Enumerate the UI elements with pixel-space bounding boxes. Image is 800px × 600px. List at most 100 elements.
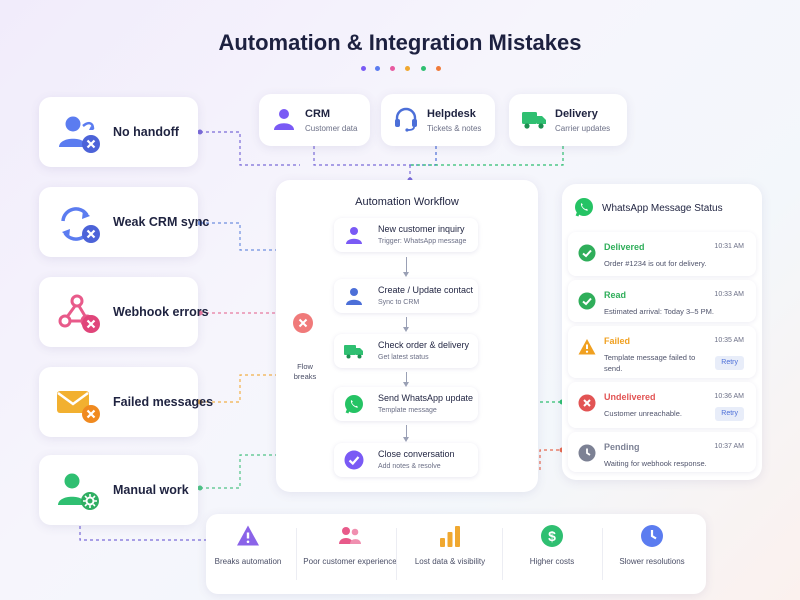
retry-button[interactable]: Retry [715, 356, 744, 370]
flow-arrow [403, 372, 409, 387]
source-subtitle: Customer data [305, 124, 358, 133]
status-label: Undelivered [604, 392, 656, 402]
whatsapp-icon [345, 395, 363, 414]
status-panel-title: WhatsApp Message Status [602, 203, 723, 214]
mistake-label: Failed messages [113, 395, 214, 409]
x-circle-icon [578, 394, 596, 412]
source-subtitle: Carrier updates [555, 124, 611, 133]
step-title: Check order & delivery [378, 340, 470, 350]
accent-dot [436, 66, 441, 71]
flow-arrow [403, 317, 409, 332]
status-row-failed: Failed 10:35 AM Template message failed … [568, 326, 756, 378]
status-description: Order #1234 is out for delivery. [604, 259, 707, 268]
flow-arrow [403, 257, 409, 277]
source-title: Helpdesk [427, 108, 476, 120]
user-icon [346, 288, 362, 305]
accent-dot [421, 66, 426, 71]
flow-arrow [403, 425, 409, 442]
mistake-card-webhook-errors: Webhook errors [39, 277, 209, 347]
step-subtitle: Template message [378, 407, 437, 414]
status-label: Read [604, 290, 627, 300]
whatsapp-icon [575, 198, 593, 217]
mistake-label: Weak CRM sync [113, 215, 210, 229]
check-circle-icon [578, 292, 596, 310]
impact-higher-costs: $ Higher costs [504, 524, 600, 567]
mistake-card-weak-crm-sync: Weak CRM sync [39, 187, 209, 257]
workflow-title: Automation Workflow [355, 196, 459, 208]
user-icon [346, 227, 362, 244]
impact-label: Higher costs [529, 557, 575, 566]
status-label: Pending [604, 442, 640, 452]
impact-breaks-automation: Breaks automation [200, 524, 296, 567]
envelope-x-icon [57, 391, 100, 423]
step-subtitle: Trigger: WhatsApp message [378, 238, 467, 245]
status-row-pending: Pending 10:37 AM Waiting for webhook res… [568, 432, 756, 472]
mistake-label: Manual work [113, 483, 189, 497]
status-label: Delivered [604, 242, 645, 252]
accent-dot [390, 66, 395, 71]
check-circle-icon [578, 244, 596, 262]
mistake-card-no-handoff: No handoff [39, 97, 198, 167]
status-description: Customer unreachable. [604, 409, 682, 418]
status-time: 10:36 AM [714, 393, 744, 400]
source-subtitle: Tickets & notes [427, 124, 482, 133]
step-subtitle: Get latest status [378, 354, 429, 361]
workflow-step-update-contact: Create / Update contact Sync to CRM [334, 279, 478, 313]
clock-icon [641, 525, 663, 547]
user-gear-icon [58, 473, 99, 510]
status-time: 10:37 AM [714, 443, 744, 450]
workflow-step-check-order: Check order & delivery Get latest status [334, 334, 478, 368]
accent-dot [375, 66, 380, 71]
workflow-step-new-inquiry: New customer inquiry Trigger: WhatsApp m… [334, 218, 478, 252]
divider [502, 528, 503, 580]
sync-x-icon [61, 207, 100, 243]
bar-chart-icon [440, 526, 460, 547]
status-time: 10:31 AM [714, 243, 744, 250]
step-subtitle: Sync to CRM [378, 299, 420, 306]
source-card-helpdesk: Helpdesk Tickets & notes [381, 94, 495, 146]
divider [396, 528, 397, 580]
impact-label: Poor customer experience [303, 557, 397, 566]
status-time: 10:35 AM [714, 337, 744, 344]
truck-icon [522, 112, 546, 129]
status-row-delivered: Delivered 10:31 AM Order #1234 is out fo… [568, 232, 756, 276]
source-title: Delivery [555, 108, 598, 120]
source-card-delivery: Delivery Carrier updates [509, 94, 627, 146]
status-description: Estimated arrival: Today 3–5 PM. [604, 307, 714, 316]
step-title: New customer inquiry [378, 224, 465, 234]
mistake-label: No handoff [113, 125, 179, 139]
workflow-step-send-whatsapp: Send WhatsApp update Template message [334, 387, 478, 421]
step-title: Create / Update contact [378, 285, 474, 295]
mistake-card-failed-messages: Failed messages [39, 367, 213, 437]
divider [296, 528, 297, 580]
accent-dot [405, 66, 410, 71]
impact-lost-data: Lost data & visibility [402, 524, 498, 567]
impacts-bar: Breaks automation Poor customer experien… [206, 514, 706, 594]
flow-break-icon [293, 313, 313, 333]
status-description: Template message failed to send. [604, 353, 696, 373]
warning-icon [578, 339, 596, 355]
whatsapp-status-panel: WhatsApp Message Status Delivered 10:31 … [562, 184, 762, 480]
accent-dot [361, 66, 366, 71]
status-label: Failed [604, 336, 631, 346]
status-row-undelivered: Undelivered 10:36 AM Customer unreachabl… [568, 382, 756, 428]
status-time: 10:33 AM [714, 291, 744, 298]
divider [602, 528, 603, 580]
clock-icon [578, 444, 596, 462]
webhook-x-icon [58, 294, 100, 333]
flow-breaks-label: Flow breaks [293, 362, 317, 381]
step-title: Send WhatsApp update [378, 393, 474, 403]
step-title: Close conversation [378, 449, 455, 459]
retry-button[interactable]: Retry [715, 407, 744, 421]
step-subtitle: Add notes & resolve [378, 463, 441, 470]
user-x-icon [59, 116, 100, 153]
mistake-label: Webhook errors [113, 305, 209, 319]
status-row-read: Read 10:33 AM Estimated arrival: Today 3… [568, 280, 756, 322]
check-icon [344, 450, 364, 470]
impact-label: Lost data & visibility [414, 557, 486, 566]
impact-slower-resolutions: Slower resolutions [604, 524, 700, 567]
page-title: Automation & Integration Mistakes [218, 30, 582, 55]
user-icon [274, 109, 294, 130]
workflow-step-close-conversation: Close conversation Add notes & resolve [334, 443, 478, 477]
source-title: CRM [305, 108, 331, 120]
